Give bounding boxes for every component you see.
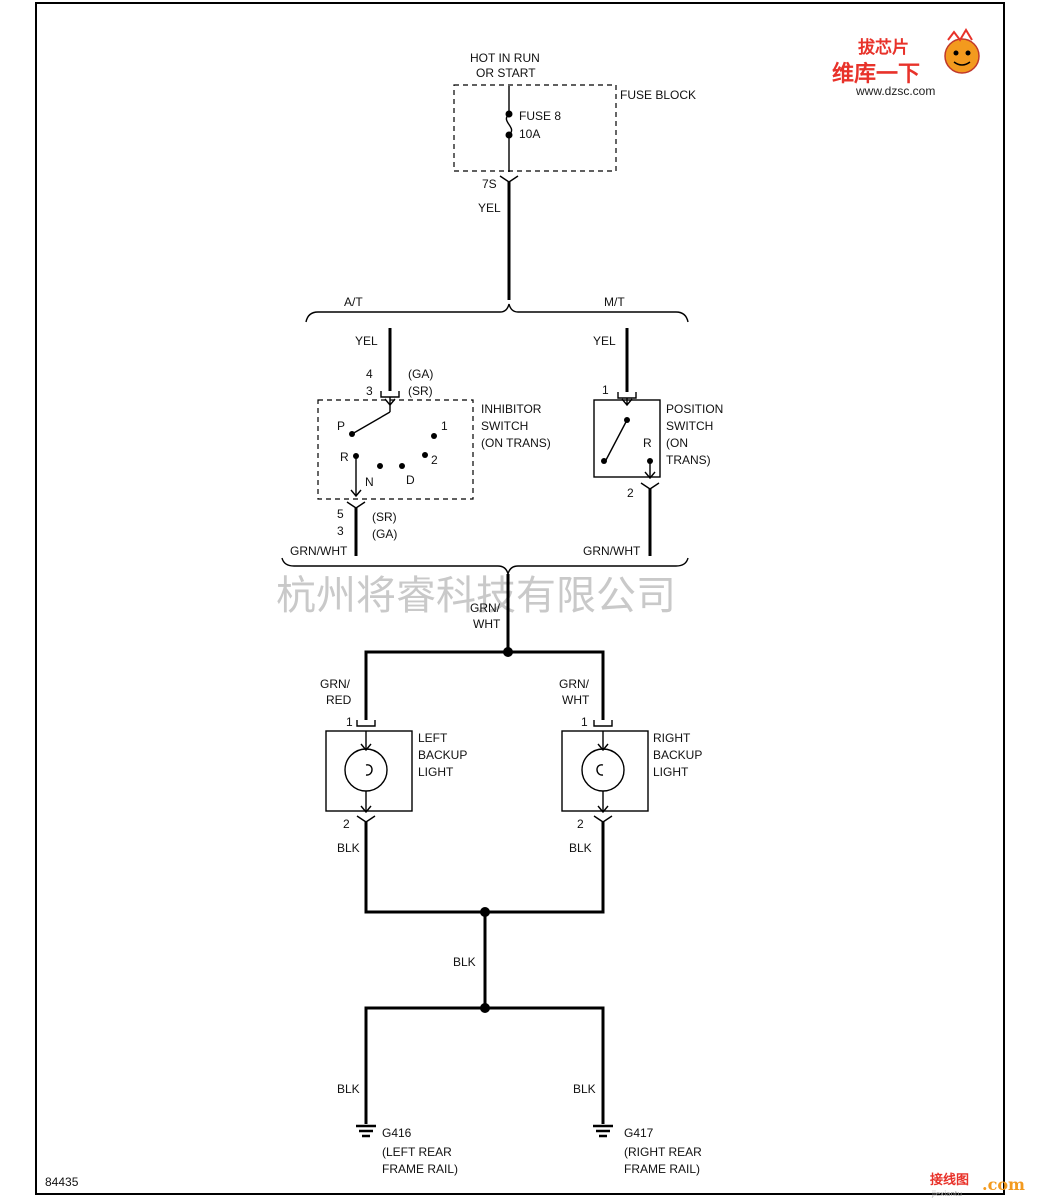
inhibitor-pos-p: P xyxy=(337,419,345,433)
inhibitor-label1: INHIBITOR xyxy=(481,402,542,416)
right-light-label3: LIGHT xyxy=(653,765,689,779)
inhibitor-label3: (ON TRANS) xyxy=(481,436,551,450)
position-label3: (ON xyxy=(666,436,688,450)
inhibitor-tag-ga-in: (GA) xyxy=(408,367,433,381)
position-pos-r: R xyxy=(643,436,652,450)
inhibitor-pin-ga-out: 3 xyxy=(337,524,344,538)
figure-number: 84435 xyxy=(45,1175,79,1189)
mascot-icon xyxy=(944,38,980,74)
connector-7s xyxy=(499,175,519,183)
position-wiper xyxy=(605,419,628,461)
corner-watermark: 接线图 .com jiexiantu xyxy=(930,1172,1025,1198)
left-light-label2: BACKUP xyxy=(418,748,467,762)
ground-right-icon xyxy=(593,1124,613,1138)
inhibitor-connector-out xyxy=(346,501,366,509)
left-light-wire-out: BLK xyxy=(337,841,360,855)
logo-line2: 维库一下 xyxy=(832,61,920,87)
inhibitor-label2: SWITCH xyxy=(481,419,528,433)
ground-right-line2: FRAME RAIL) xyxy=(624,1162,700,1176)
fuse-block-box xyxy=(453,84,617,172)
at-label: A/T xyxy=(344,295,363,309)
inhibitor-pin-sr-in: 3 xyxy=(366,384,373,398)
corner-mark-suffix: .com xyxy=(982,1175,1025,1194)
position-wire-in: YEL xyxy=(593,334,616,348)
fuse-wire-label: YEL xyxy=(478,201,501,215)
inhibitor-pos-n: N xyxy=(365,475,374,489)
right-light-pin-in: 1 xyxy=(581,715,588,729)
right-light-label1: RIGHT xyxy=(653,731,691,745)
ground-right-id: G417 xyxy=(624,1126,654,1140)
light-feed-wires xyxy=(364,650,605,720)
inhibitor-tag-sr-out: (SR) xyxy=(372,510,397,524)
merge-wire1: GRN/ xyxy=(470,601,501,615)
left-bulb-icon xyxy=(344,748,388,792)
inhibitor-tag-ga-out: (GA) xyxy=(372,527,397,541)
right-light-wire2: WHT xyxy=(562,693,590,707)
ground-left-line1: (LEFT REAR xyxy=(382,1145,452,1159)
watermark-text: 杭州将睿科技有限公司 xyxy=(276,573,676,619)
left-light-pin-in: 1 xyxy=(346,715,353,729)
light-return-wires xyxy=(364,822,605,914)
ground-left-wire: BLK xyxy=(337,1082,360,1096)
ground-left-line2: FRAME RAIL) xyxy=(382,1162,458,1176)
right-light-pin-out: 2 xyxy=(577,817,584,831)
inhibitor-pos-r: R xyxy=(340,450,349,464)
ground-wire-label: BLK xyxy=(453,955,476,969)
merge-brace xyxy=(281,557,689,575)
position-label1: POSITION xyxy=(666,402,723,416)
fuse-rating: 10A xyxy=(519,127,540,141)
fuse-name: FUSE 8 xyxy=(519,109,561,123)
inhibitor-wire-out: GRN/WHT xyxy=(290,544,348,558)
inhibitor-pos-1: 1 xyxy=(441,419,448,433)
mt-label: M/T xyxy=(604,295,625,309)
ground-right-wire: BLK xyxy=(573,1082,596,1096)
inhibitor-wire-in: YEL xyxy=(355,334,378,348)
left-light-wire1: GRN/ xyxy=(320,677,351,691)
position-pin-out: 2 xyxy=(627,486,634,500)
inhibitor-pos-d: D xyxy=(406,473,415,487)
right-light-wire1: GRN/ xyxy=(559,677,590,691)
ground-right-line1: (RIGHT REAR xyxy=(624,1145,702,1159)
corner-mark-text: 接线图 xyxy=(930,1172,969,1188)
fuse-block-label: FUSE BLOCK xyxy=(620,88,696,102)
logo-url: www.dzsc.com xyxy=(855,84,935,98)
position-pin-in: 1 xyxy=(602,383,609,397)
inhibitor-tag-sr-in: (SR) xyxy=(408,384,433,398)
position-label4: TRANS) xyxy=(666,453,711,467)
left-backup-light-box xyxy=(325,730,413,812)
right-light-label2: BACKUP xyxy=(653,748,702,762)
ground-wires xyxy=(364,1006,605,1124)
position-connector-in xyxy=(617,392,637,399)
diagram-frame xyxy=(35,2,1005,1195)
inhibitor-connector-in xyxy=(380,391,400,398)
at-mt-brace xyxy=(305,303,689,323)
right-light-wire-out: BLK xyxy=(569,841,592,855)
inhibitor-pos-2: 2 xyxy=(431,453,438,467)
right-backup-light-box xyxy=(561,730,649,812)
position-label2: SWITCH xyxy=(666,419,713,433)
inhibitor-pin-ga-in: 4 xyxy=(366,367,373,381)
left-light-label3: LIGHT xyxy=(418,765,454,779)
dzsc-logo: 拔芯片 维库一下 www.dzsc.com xyxy=(832,28,980,98)
position-connector-out xyxy=(640,482,660,490)
left-light-label1: LEFT xyxy=(418,731,448,745)
position-wire-out: GRN/WHT xyxy=(583,544,641,558)
right-bulb-icon xyxy=(581,748,625,792)
logo-line1: 拔芯片 xyxy=(858,37,909,58)
left-light-wire2: RED xyxy=(326,693,352,707)
fuse-pin-label: 7S xyxy=(482,177,497,191)
or-start-label: OR START xyxy=(476,66,536,80)
ground-left-icon xyxy=(356,1124,376,1138)
inhibitor-pin-sr-out: 5 xyxy=(337,507,344,521)
ground-left-id: G416 xyxy=(382,1126,412,1140)
corner-mark-url: jiexiantu xyxy=(931,1190,962,1198)
inhibitor-wiper xyxy=(351,411,391,435)
hot-in-run-label: HOT IN RUN xyxy=(470,51,540,65)
merge-wire2: WHT xyxy=(473,617,501,631)
left-light-pin-out: 2 xyxy=(343,817,350,831)
